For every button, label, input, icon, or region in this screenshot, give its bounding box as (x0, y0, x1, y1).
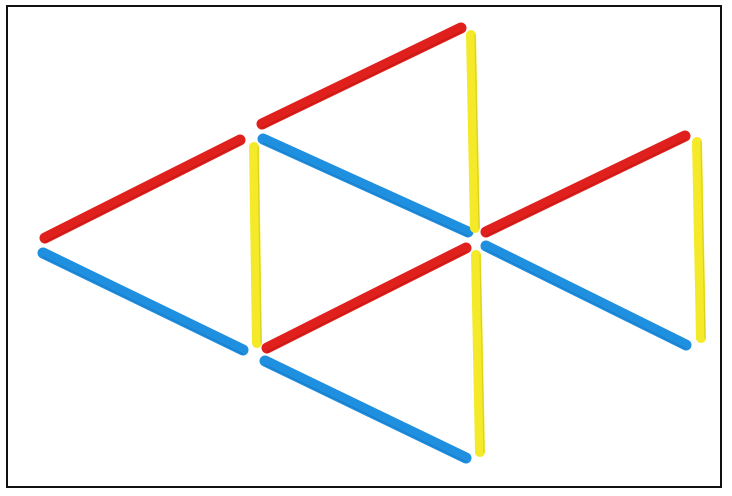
red-stick-2 (262, 28, 461, 124)
red-stick-3 (486, 136, 685, 232)
blue-stick-3-shade (486, 250, 686, 349)
red-stick-1 (45, 140, 240, 238)
blue-stick-2-shade (263, 143, 468, 236)
blue-stick-4 (265, 361, 466, 458)
blue-stick-1-shade (43, 257, 243, 354)
blue-stick-4-shade (265, 365, 466, 462)
blue-stick-3 (486, 246, 686, 345)
red-stick-2-shade (262, 32, 461, 128)
red-stick-1-shade (45, 144, 240, 242)
red-stick-4-shade (267, 252, 466, 352)
blue-stick-1 (43, 253, 243, 350)
yellow-stick-2 (471, 35, 475, 228)
yellow-stick-1 (254, 147, 257, 343)
red-stick-4 (267, 248, 466, 348)
yellow-stick-3 (476, 255, 480, 452)
red-stick-3-shade (486, 140, 685, 236)
blue-stick-2 (263, 139, 468, 232)
yellow-stick-4 (697, 142, 701, 338)
